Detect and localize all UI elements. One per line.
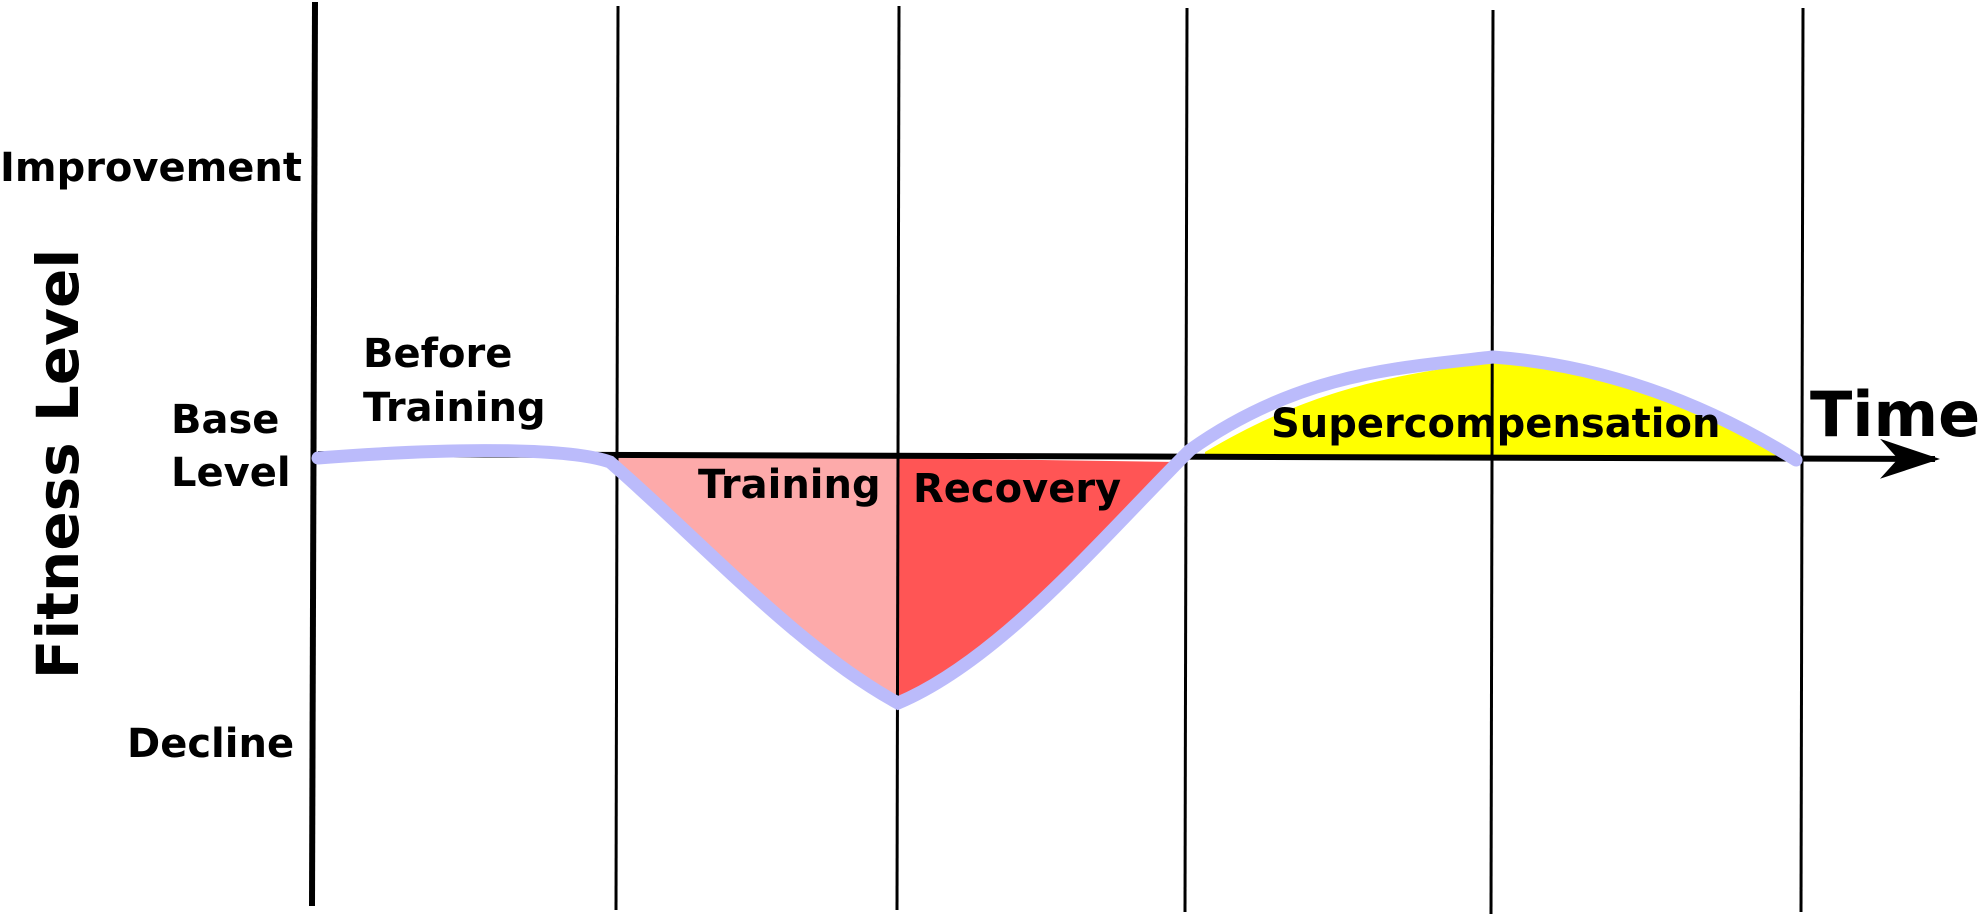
recovery-area xyxy=(898,458,1178,698)
training-phase-label: Training xyxy=(698,462,881,508)
supercompensation-area xyxy=(1205,362,1796,460)
before-training-label-line1: Before xyxy=(363,331,512,377)
phase-divider-line xyxy=(614,5,620,911)
before-training-label-line2: Training xyxy=(363,385,546,431)
base-level-label-line1: Base xyxy=(171,397,279,443)
x-axis-title: Time xyxy=(1810,378,1980,451)
base-level-label-line2: Level xyxy=(171,450,291,496)
phase-divider-line xyxy=(1489,9,1495,915)
decline-level-label: Decline xyxy=(127,721,294,767)
y-axis-title: Fitness Level xyxy=(24,249,92,679)
fitness-curve xyxy=(311,350,1803,711)
improvement-level-label: Improvement xyxy=(0,145,302,191)
supercompensation-phase-label: Supercompensation xyxy=(1271,401,1720,447)
recovery-phase-label: Recovery xyxy=(913,466,1121,512)
training-area xyxy=(616,458,898,698)
